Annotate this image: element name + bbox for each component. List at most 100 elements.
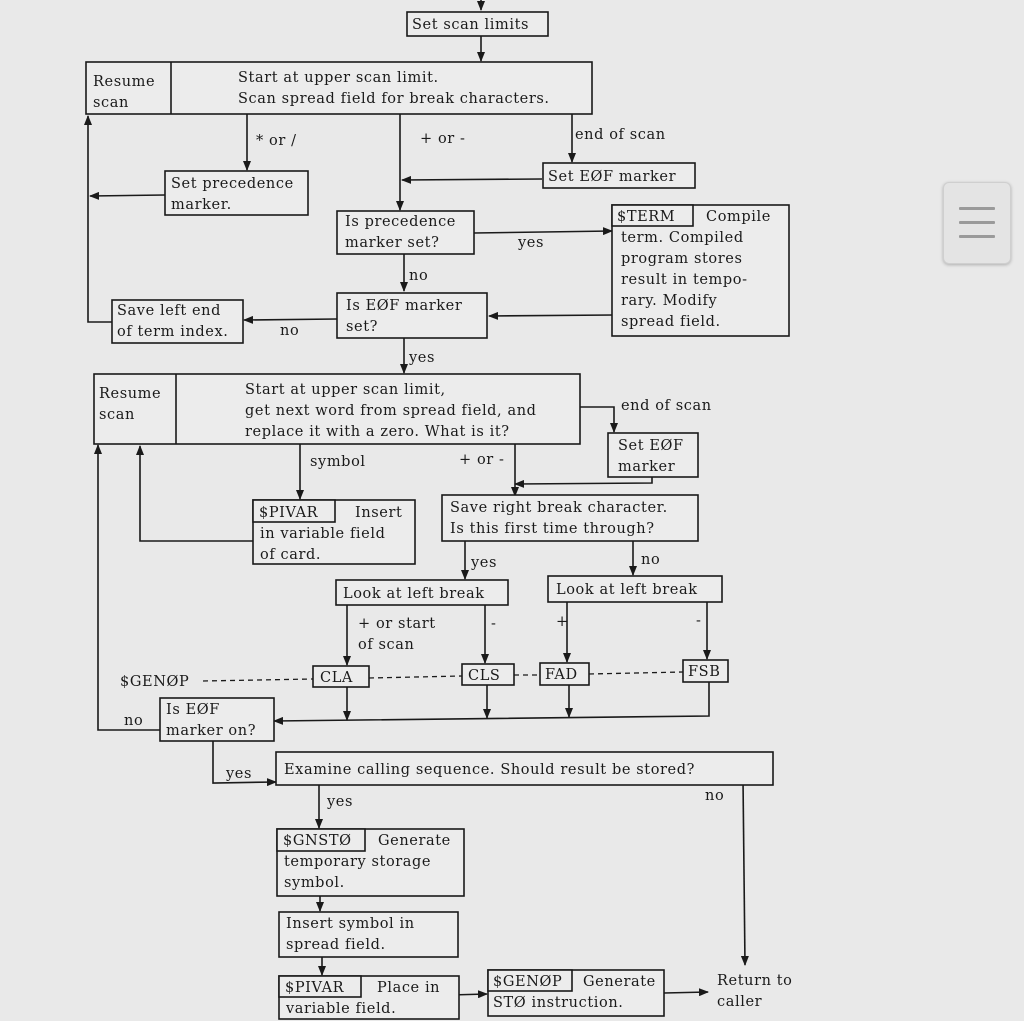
set-eof-node-2: Set EØF marker (607, 432, 699, 478)
text-line: Place in (377, 980, 440, 996)
set-eof-2-text: Set EØF marker (618, 438, 684, 475)
fsb-text: FSB (688, 664, 720, 680)
gnsto-tag-text: $GNSTØ (283, 833, 352, 849)
label-no-1: no (409, 268, 428, 284)
text-line: spread field. (621, 314, 721, 330)
text-line: Resume (99, 386, 161, 402)
text-line: variable field. (285, 1001, 396, 1017)
examine-text: Examine calling sequence. Should result … (284, 762, 695, 778)
text-line: FAD (545, 667, 578, 683)
text-line: Generate (583, 974, 656, 990)
start-scan-2-text: Start at upper scan limit,get next word … (245, 382, 537, 440)
text-line: marker. (171, 197, 232, 213)
pivar-desc-2-text: Place in variable field. (285, 980, 440, 1017)
text-line: in variable field (260, 526, 385, 542)
label-minus-2: - (696, 613, 702, 629)
text-line: marker (618, 459, 675, 475)
set-precedence-text: Set precedence marker. (171, 176, 294, 213)
text-line: Set precedence (171, 176, 294, 192)
text-line: $GNSTØ (283, 833, 352, 849)
look-left-1-text: Look at left break (343, 586, 485, 602)
text-line: Scan spread field for break characters. (238, 91, 550, 107)
text-line: get next word from spread field, and (245, 403, 537, 419)
set-precedence-node: Set precedence marker. (164, 170, 309, 216)
text-line: Start at upper scan limit. (238, 70, 439, 86)
text-line: $GENØP (493, 974, 562, 990)
label-yes-5: yes (326, 794, 353, 810)
fsb-node: FSB (682, 659, 729, 683)
label-no-3: no (641, 552, 660, 568)
term-tag-text: $TERM (617, 209, 675, 225)
set-eof-1-text: Set EØF marker (548, 169, 676, 185)
text-line: + or start (358, 616, 436, 632)
label-minus-1: - (491, 616, 497, 632)
text-line: spread field. (286, 937, 386, 953)
text-line: marker set? (345, 235, 439, 251)
set-scan-limits-text: Set scan limits (412, 17, 529, 33)
text-line: Look at left break (556, 582, 698, 598)
label-plus-or-minus-1: + or - (420, 131, 466, 147)
text-line: Save right break character. (450, 500, 668, 516)
text-line: symbol. (284, 875, 345, 891)
text-line: of term index. (117, 324, 228, 340)
examine-node: Examine calling sequence. Should result … (275, 751, 774, 786)
text-line: of scan (358, 637, 414, 653)
text-line: FSB (688, 664, 720, 680)
label-yes-3: yes (470, 555, 497, 571)
genop-tag-text: $GENØP (493, 974, 562, 990)
text-line: Set EØF (618, 438, 684, 454)
look-left-node-1: Look at left break (335, 579, 509, 606)
pivar-insert-node: $PIVAR Insert in variable field of card. (252, 499, 416, 565)
label-no-2: no (280, 323, 299, 339)
text-line: term. Compiled (621, 230, 744, 246)
hamburger-menu-icon (959, 207, 995, 210)
label-plus-or-minus-2: + or - (459, 452, 505, 468)
text-line: set? (346, 319, 378, 335)
fad-node: FAD (539, 662, 590, 686)
look-left-2-text: Look at left break (556, 582, 698, 598)
cla-node: CLA (312, 665, 370, 688)
save-right-text: Save right break character. Is this first… (450, 500, 668, 537)
text-line: Set EØF marker (548, 169, 676, 185)
label-plus: + (556, 614, 569, 630)
label-end-of-scan-1: end of scan (575, 127, 666, 143)
pivar-tag-2-text: $PIVAR (285, 980, 345, 996)
text-line: CLS (468, 668, 500, 684)
label-symbol: symbol (310, 454, 366, 470)
pivar-desc-1-text: Insert in variable field of card. (260, 505, 402, 563)
hamburger-menu-button[interactable] (943, 182, 1011, 264)
label-star-or-slash: * or / (256, 133, 297, 149)
pivar-place-node: $PIVAR Place in variable field. (278, 975, 460, 1020)
text-line: scan (93, 95, 129, 111)
text-line: Is EØF (166, 702, 220, 718)
text-line: result in tempo- (621, 272, 748, 288)
label-yes-4: yes (225, 766, 252, 782)
label-yes-1: yes (517, 235, 544, 251)
text-line: of card. (260, 547, 321, 563)
text-line: CLA (320, 670, 353, 686)
fad-text: FAD (545, 667, 578, 683)
text-line: Is this first time through? (450, 521, 655, 537)
text-line: $PIVAR (259, 505, 319, 521)
resume-scan-label-1: Resume scan (93, 74, 155, 111)
text-line: Compile (706, 209, 771, 225)
resume-scan-label-2: Resume scan (99, 386, 161, 423)
text-line: Examine calling sequence. Should result … (284, 762, 695, 778)
text-line: $PIVAR (285, 980, 345, 996)
text-line: Insert (355, 505, 402, 521)
text-line: scan (99, 407, 135, 423)
text-line: Resume (93, 74, 155, 90)
edge-labels: * or / + or - end of scan yes no no yes … (120, 127, 724, 810)
